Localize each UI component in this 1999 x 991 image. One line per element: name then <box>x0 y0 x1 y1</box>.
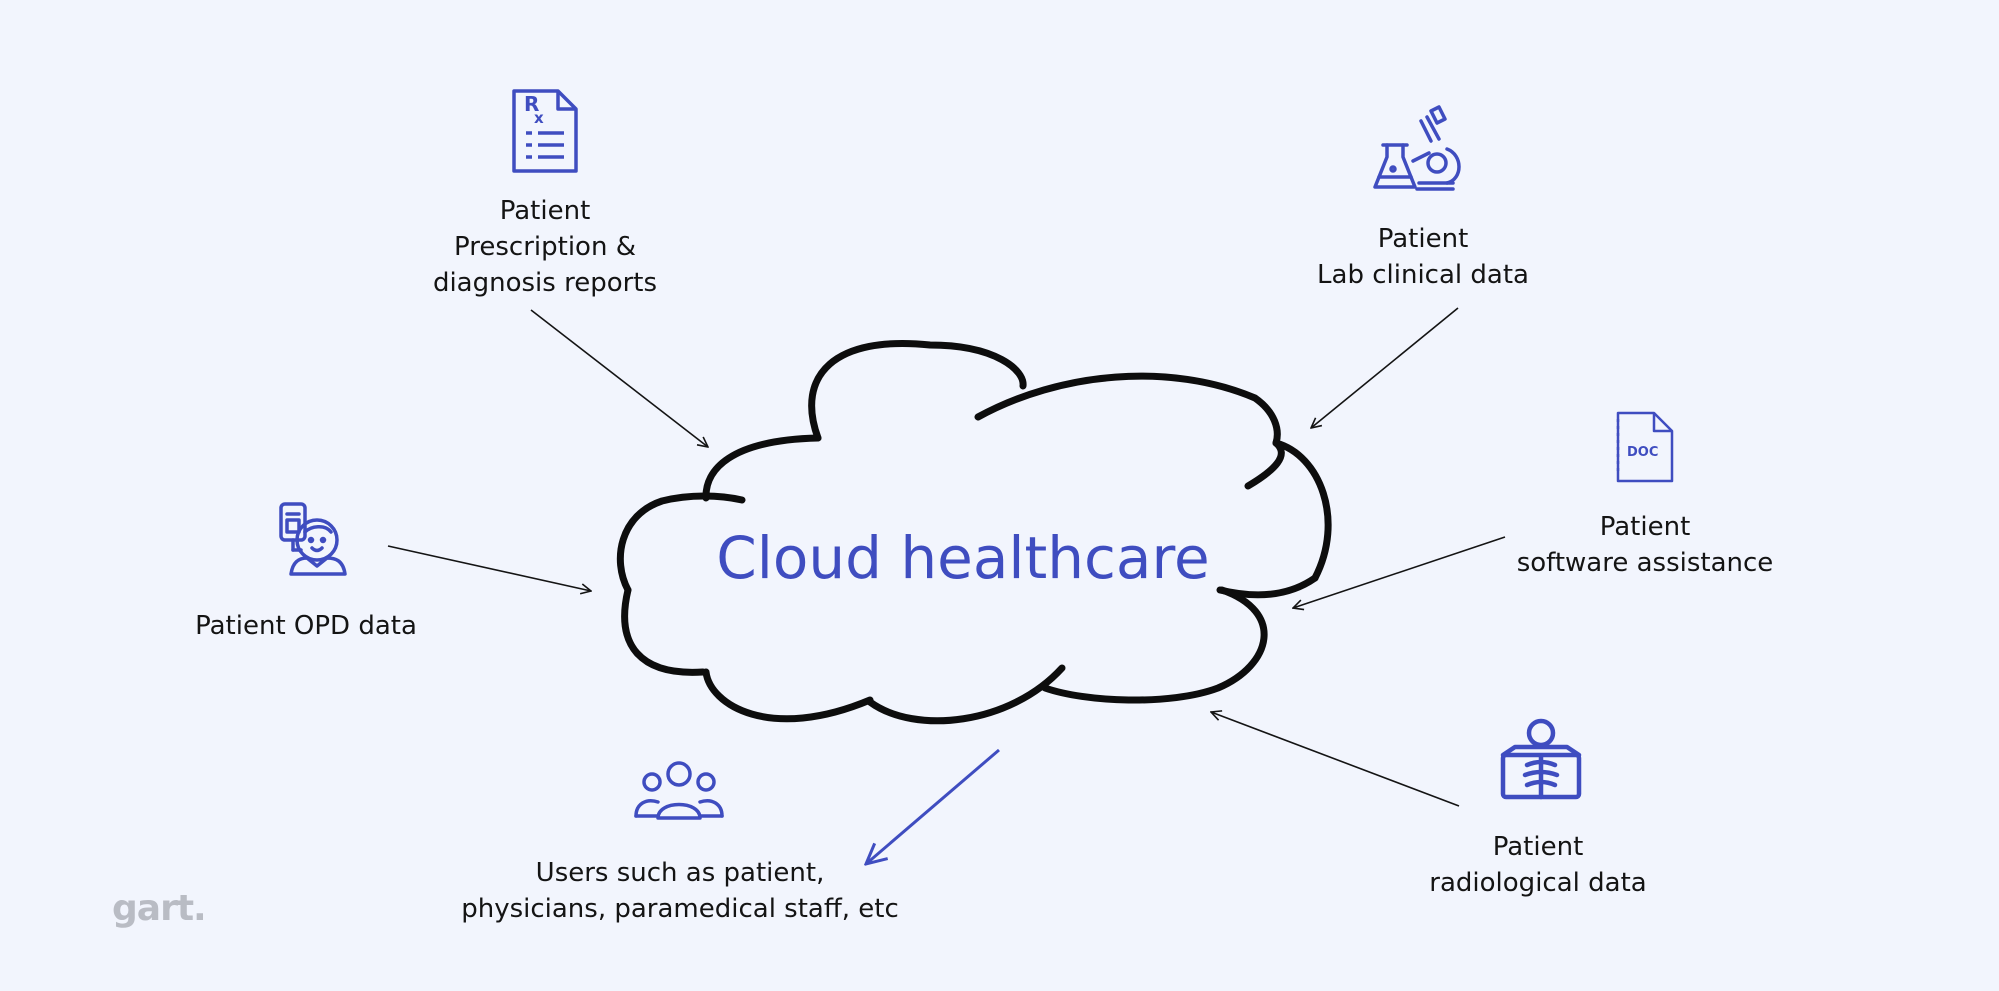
cloud-shape <box>616 340 1332 725</box>
arrow-prescription <box>530 309 708 447</box>
svg-text:x: x <box>534 109 544 127</box>
node-label-users: Users such as patient, physicians, param… <box>461 855 899 927</box>
label-line: Prescription & <box>454 232 636 262</box>
node-label-lab: Patient Lab clinical data <box>1317 221 1529 293</box>
brand-logo: gart. <box>112 888 207 929</box>
label-line: physicians, paramedical staff, etc <box>461 894 899 924</box>
label-line: Patient <box>1377 224 1469 254</box>
svg-text:DOC: DOC <box>1627 445 1658 460</box>
label-line: Users such as patient, <box>535 858 825 888</box>
arrow-opd <box>387 545 591 591</box>
label-line: Patient <box>1492 832 1584 862</box>
label-line: radiological data <box>1429 868 1647 898</box>
doc-file-icon: DOC <box>1616 411 1674 483</box>
users-group-icon <box>634 761 724 820</box>
svg-text:R: R <box>524 92 539 116</box>
node-label-radiology: Patient radiological data <box>1429 829 1646 901</box>
label-line: Patient OPD data <box>195 611 417 641</box>
diagram-title: Cloud healthcare <box>716 524 1210 592</box>
arrow-users <box>866 748 1000 864</box>
prescription-rx-icon: R x <box>512 89 578 173</box>
label-line: Patient <box>499 196 591 226</box>
patient-opd-icon <box>279 502 347 576</box>
label-line: software assistance <box>1516 548 1774 578</box>
arrow-software <box>1293 536 1506 608</box>
node-label-software: Patient software assistance <box>1517 509 1774 581</box>
label-line: Patient <box>1599 512 1691 542</box>
label-line: Lab clinical data <box>1317 260 1529 290</box>
arrow-radiology <box>1211 712 1460 807</box>
lab-microscope-icon <box>1373 105 1461 191</box>
node-label-opd: Patient OPD data <box>195 608 417 644</box>
xray-radiology-icon <box>1500 718 1582 800</box>
arrow-lab <box>1311 307 1459 428</box>
label-line: diagnosis reports <box>432 268 658 298</box>
node-label-prescription: Patient Prescription & diagnosis reports <box>433 193 657 301</box>
